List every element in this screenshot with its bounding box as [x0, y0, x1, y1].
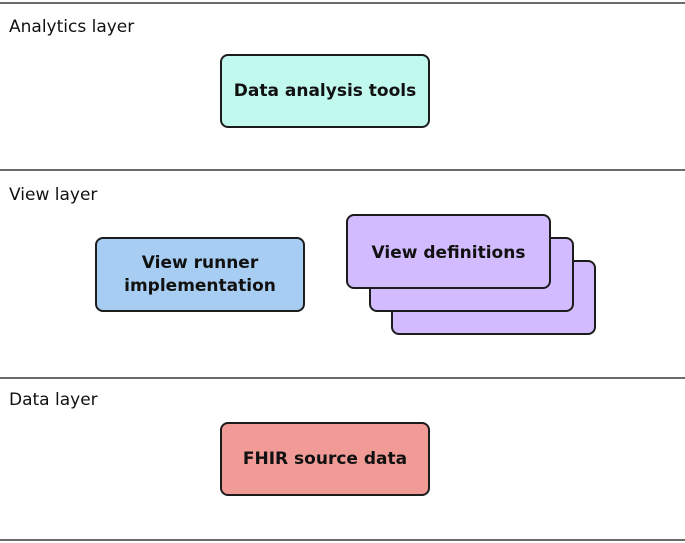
view-definitions-label: View definitions — [371, 243, 526, 263]
fhir-source-data-label: FHIR source data — [242, 448, 408, 469]
data-analysis-tools-box: Data analysis tools — [220, 54, 430, 128]
divider-bottom — [0, 539, 685, 541]
view-runner-implementation-label: View runner implementation — [124, 252, 276, 296]
divider-analytics-view — [0, 169, 685, 171]
divider-top — [0, 2, 685, 4]
data-layer-label: Data layer — [9, 390, 98, 410]
data-analysis-tools-label: Data analysis tools — [233, 80, 417, 101]
view-layer-label: View layer — [9, 185, 98, 205]
view-runner-implementation-box: View runner implementation — [95, 237, 305, 312]
fhir-source-data-box: FHIR source data — [220, 422, 430, 496]
analytics-layer-label: Analytics layer — [9, 17, 135, 37]
view-definitions-box: View definitions — [346, 214, 551, 289]
divider-view-data — [0, 377, 685, 379]
